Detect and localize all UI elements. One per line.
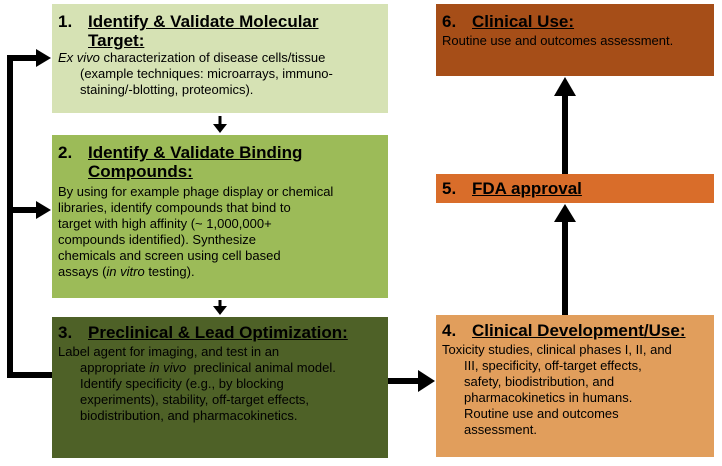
step-4-line: assessment. (464, 422, 537, 437)
step-1-title-line-1: Identify & Validate Molecular (88, 12, 319, 31)
step-3-number: 3. (58, 323, 73, 342)
step-6-heading: 6. Clinical Use: (442, 12, 708, 31)
step-4-box: 4. Clinical Development/Use: Toxicity stu… (436, 315, 714, 457)
step-2-heading: 2. Identify & Validate Binding Compounds: (58, 143, 382, 181)
step-3-title: Preclinical & Lead Optimization: (88, 323, 348, 342)
arrowhead-step5-to-step6 (554, 77, 576, 96)
step-5-box: 5. FDA approval (436, 174, 714, 203)
step-1-title-line-2: Target: (88, 31, 145, 50)
feedback-arrowhead-step2 (36, 201, 51, 219)
step-1-number: 1. (58, 12, 73, 31)
step-3-box: 3. Preclinical & Lead Optimization: Label… (52, 317, 388, 458)
arrowhead-step2-to-step3 (213, 306, 227, 315)
feedback-loop-line (7, 55, 52, 378)
in-vivo-term: in vivo (149, 360, 187, 375)
step-4-number: 4. (442, 321, 457, 340)
in-vitro-term: in vitro (106, 264, 145, 279)
step-2-title-line-1: Identify & Validate Binding (88, 143, 303, 162)
step-2-line: By using for example phage display or ch… (58, 184, 334, 199)
step-1-description: Ex vivo characterization of disease cell… (58, 50, 382, 98)
step-2-title-line-2: Compounds: (88, 162, 193, 181)
step-5-number: 5. (442, 179, 457, 198)
ex-vivo-term: Ex vivo (58, 50, 100, 65)
feedback-arrowhead-step1 (36, 49, 51, 67)
step-2-box: 2. Identify & Validate Binding Compounds:… (52, 135, 388, 298)
step-6-line: Routine use and outcomes assessment. (442, 33, 674, 48)
arrowhead-step1-to-step2 (213, 124, 227, 133)
step-2-line: chemicals and screen using cell based (58, 248, 281, 263)
step-4-line: III, specificity, off-target effects, (464, 358, 642, 373)
step-2-number: 2. (58, 143, 73, 162)
arrowhead-step3-to-step4 (418, 370, 435, 392)
step-6-title: Clinical Use: (472, 12, 575, 31)
step-2-line: target with high affinity (~ 1,000,000+ (58, 216, 272, 231)
step-1-heading: 1. Identify & Validate Molecular Target: (58, 12, 382, 50)
arrowhead-step4-to-step5 (554, 204, 576, 222)
step-4-line: pharmacokinetics in humans. (464, 390, 633, 405)
step-4-line: Toxicity studies, clinical phases I, II,… (442, 342, 672, 357)
step-3-heading: 3. Preclinical & Lead Optimization: (58, 323, 382, 342)
step-5-heading: 5. FDA approval (442, 179, 708, 198)
step-6-box: 6. Clinical Use: Routine use and outcomes… (436, 4, 714, 76)
step-2-description: By using for example phage display or ch… (58, 184, 382, 280)
step-5-title: FDA approval (472, 179, 582, 198)
step-1-line: staining/-blotting, proteomics). (80, 82, 254, 97)
step-6-number: 6. (442, 12, 457, 31)
step-3-line: appropriate in vivo preclinical animal m… (80, 360, 336, 375)
step-2-line: assays (in vitro testing). (58, 264, 195, 279)
step-4-line: Routine use and outcomes (464, 406, 619, 421)
step-2-line: libraries, identify compounds that bind … (58, 200, 291, 215)
step-4-title: Clinical Development/Use: (472, 321, 686, 340)
step-3-line: biodistribution, and pharmacokinetics. (80, 408, 298, 423)
step-3-line: Label agent for imaging, and test in an (58, 344, 280, 359)
step-3-description: Label agent for imaging, and test in an … (58, 344, 382, 424)
step-3-line: experiments), stability, off-target effe… (80, 392, 310, 407)
step-6-description: Routine use and outcomes assessment. (442, 33, 708, 49)
step-4-line: safety, biodistribution, and (464, 374, 615, 389)
step-4-description: Toxicity studies, clinical phases I, II,… (442, 342, 708, 438)
step-2-line: compounds identified). Synthesize (58, 232, 257, 247)
step-3-line: Identify specificity (e.g., by blocking (80, 376, 284, 391)
step-4-heading: 4. Clinical Development/Use: (442, 321, 708, 340)
step-1-box: 1.Identify & Validate Molecular Target: … (52, 4, 388, 113)
step-1-line: (example techniques: microarrays, immuno… (80, 66, 333, 81)
step-1-line: Ex vivo characterization of disease cell… (58, 50, 326, 65)
